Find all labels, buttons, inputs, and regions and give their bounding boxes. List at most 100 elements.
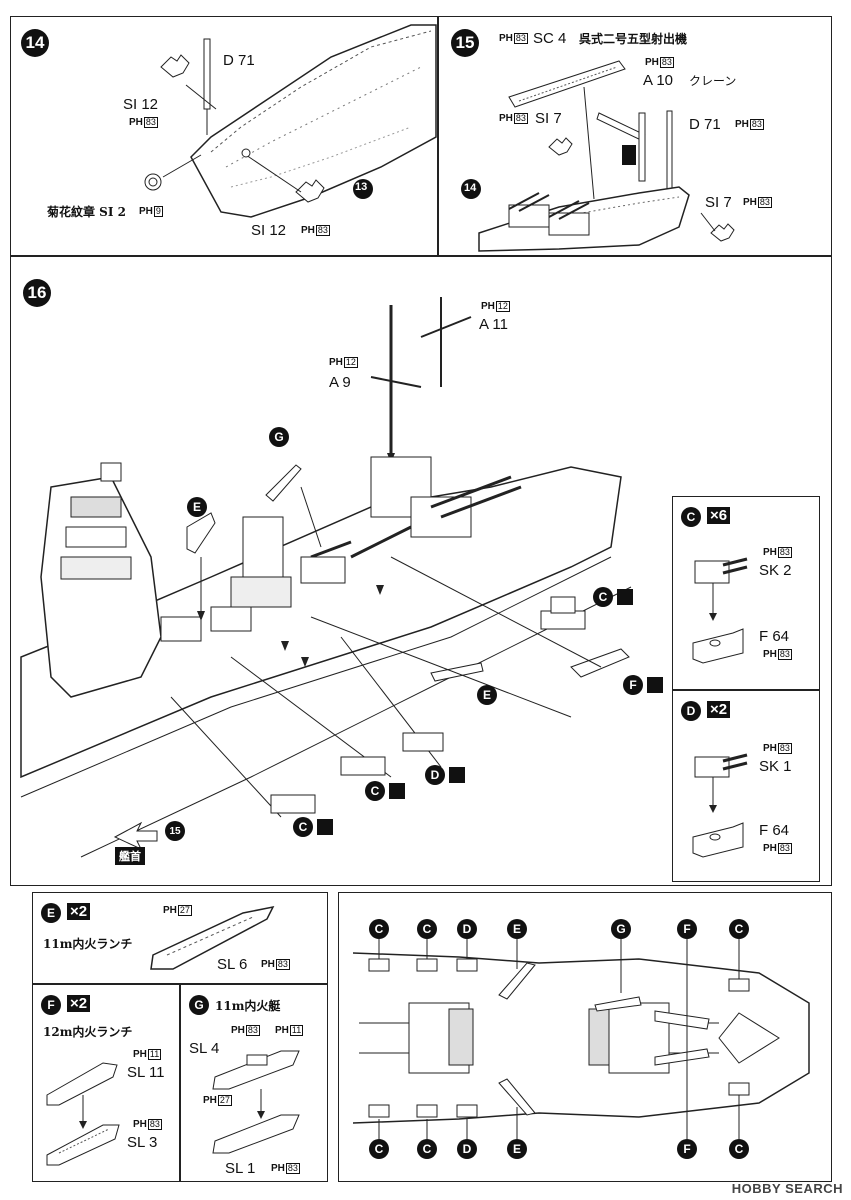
plan-top-f: F	[677, 919, 697, 939]
hatch-icon-c-right	[617, 589, 633, 605]
badge-g: G	[189, 995, 209, 1015]
label-a9: A 9	[329, 374, 351, 391]
plan-bottom-c3: C	[729, 1139, 749, 1159]
step-number-15: 15	[451, 29, 479, 57]
gun-c-drawing	[692, 557, 748, 664]
label-d71: D 71	[223, 52, 255, 69]
hatch-icon-f	[647, 677, 663, 693]
badge-c-mid: C	[365, 781, 385, 801]
label-f64: F 64	[759, 628, 790, 645]
label-a10: A 10	[643, 72, 674, 89]
label-d71: D 71	[689, 116, 721, 133]
label-si7-left: SI 7	[535, 110, 562, 127]
bow-drawing	[144, 24, 437, 218]
stern-drawing	[461, 60, 735, 252]
badge-c-right: C	[593, 587, 613, 607]
label-catapult: 呉式二号五型射出機	[579, 32, 688, 46]
plan-top-c3: C	[729, 919, 749, 939]
badge-g: G	[269, 427, 289, 447]
hatch-icon-c-lower	[317, 819, 333, 835]
qty-e: ×2	[67, 903, 91, 920]
label-f64: F 64	[759, 822, 790, 839]
label-si12-top: SI 12	[123, 96, 159, 113]
plan-top-c2: C	[417, 919, 437, 939]
plan-top-c1: C	[369, 919, 389, 939]
plan-bottom-d: D	[457, 1139, 477, 1159]
label-bow: 艦首	[115, 847, 145, 865]
badge-c-lower: C	[293, 817, 313, 837]
label-sl1: SL 1	[225, 1160, 256, 1177]
label-sc4: SC 4	[533, 30, 567, 47]
label-si12-bottom: SI 12	[251, 222, 287, 239]
launch-12m-drawing	[46, 1062, 120, 1166]
label-sl3: SL 3	[127, 1134, 158, 1151]
label-sl6: SL 6	[217, 956, 248, 973]
badge-d: D	[425, 765, 445, 785]
qty-c: ×6	[707, 507, 731, 524]
plan-bottom-c2: C	[417, 1139, 437, 1159]
plan-bottom-f: F	[677, 1139, 697, 1159]
badge-c: C	[681, 507, 701, 527]
title-g: 11m内火艇	[215, 999, 281, 1013]
plan-top-e: E	[507, 919, 527, 939]
label-si7-right: SI 7	[705, 194, 732, 211]
plan-top-d: D	[457, 919, 477, 939]
plan-view-panel: C C D E G F C C C D E F C	[338, 892, 832, 1182]
plan-hull-drawing	[352, 939, 810, 1139]
step-number-16: 16	[23, 279, 51, 307]
label-sk1: SK 1	[759, 758, 792, 775]
plan-bottom-c1: C	[369, 1139, 389, 1159]
badge-f: F	[623, 675, 643, 695]
plan-top-g: G	[611, 919, 631, 939]
badge-f: F	[41, 995, 61, 1015]
label-sl4: SL 4	[189, 1040, 220, 1057]
gun-d-drawing	[692, 753, 748, 858]
badge-e-lower: E	[477, 685, 497, 705]
hatch-icon-c-mid	[389, 783, 405, 799]
title-f: 12m内火ランチ	[43, 1025, 133, 1039]
label-a11: A 11	[479, 316, 508, 333]
qty-f: ×2	[67, 995, 91, 1012]
ref-step-15: 15	[165, 821, 185, 841]
badge-e: E	[41, 903, 61, 923]
ref-step-14: 14	[464, 182, 477, 194]
step-number-14: 14	[21, 29, 49, 57]
label-crane: クレーン	[689, 74, 737, 88]
motorboat-11m-drawing	[212, 1050, 300, 1154]
title-e: 11m内火ランチ	[43, 937, 133, 951]
plan-bottom-e: E	[507, 1139, 527, 1159]
label-sl11: SL 11	[127, 1064, 165, 1081]
hatch-icon-d	[449, 767, 465, 783]
badge-e-top: E	[187, 497, 207, 517]
label-kikumon: 菊花紋章 SI 2	[47, 205, 126, 219]
launch-11m-drawing	[150, 905, 275, 970]
badge-d: D	[681, 701, 701, 721]
